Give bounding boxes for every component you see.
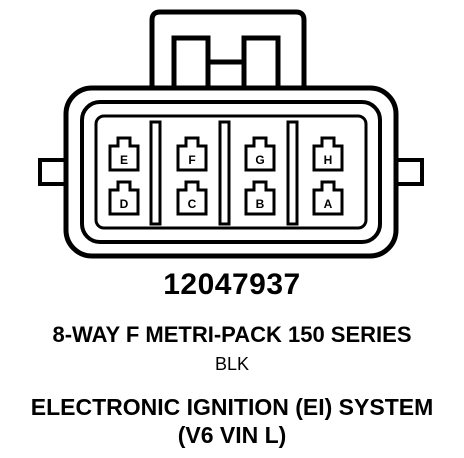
pin-label-g: G [255, 153, 264, 167]
pin-cavity-c: C [176, 180, 208, 216]
pin-label-h: H [324, 153, 333, 167]
series-title: 8-WAY F METRI-PACK 150 SERIES [52, 322, 412, 347]
connector-diagram: E F G H D C B A [38, 9, 424, 259]
pin-label-a: A [324, 197, 333, 211]
side-tab-left [38, 158, 68, 186]
pin-label-b: B [256, 197, 265, 211]
pin-label-d: D [120, 197, 129, 211]
pin-cavity-h: H [312, 136, 344, 172]
color-code: BLK [214, 354, 250, 374]
housing-outer [63, 85, 399, 259]
housing-inner [80, 100, 382, 244]
pin-cavity-e: E [108, 136, 140, 172]
part-number: 12047937 [163, 268, 301, 301]
pin-label-e: E [120, 153, 128, 167]
side-tab-right [394, 158, 424, 186]
pin-cavity-d: D [108, 180, 140, 216]
pin-label-f: F [188, 153, 195, 167]
pin-cavity-a: A [312, 180, 344, 216]
separator-ribs [149, 120, 299, 226]
pin-cavity-g: G [244, 136, 276, 172]
pin-cavity-f: F [176, 136, 208, 172]
system-title: ELECTRONIC IGNITION (EI) SYSTEM [30, 394, 434, 420]
system-subtitle: (V6 VIN L) [177, 422, 287, 448]
pin-row-top: E F G H [108, 136, 344, 172]
pin-cavity-b: B [244, 180, 276, 216]
pin-label-c: C [188, 197, 197, 211]
connector-latch [149, 9, 307, 88]
pin-cavity-frame [94, 114, 368, 230]
